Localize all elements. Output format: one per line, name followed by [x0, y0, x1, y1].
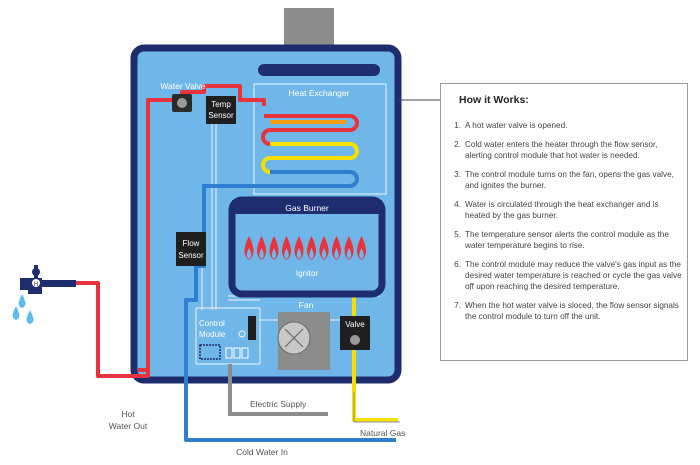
control-module-connector-1: [225, 347, 233, 359]
step-number: 7.: [454, 301, 461, 310]
flame-core-icon: [321, 248, 327, 259]
natural-gas-label: Natural Gas: [360, 428, 405, 438]
temp-sensor-label-line1: Temp: [211, 100, 231, 109]
flame-core-icon: [259, 248, 264, 259]
how-it-works-panel: How it Works: 1. A hot water valve is ope…: [440, 83, 688, 361]
electric-supply-label: Electric Supply: [250, 399, 307, 409]
how-it-works-step: 3. The control module turns on the fan, o…: [451, 169, 683, 191]
flame-core-icon: [334, 248, 339, 259]
step-text: The control module may reduce the valve'…: [465, 260, 682, 291]
flame-core-icon: [246, 248, 252, 259]
hot-water-pipe: [138, 84, 266, 372]
step-number: 2.: [454, 140, 461, 149]
heat-exchanger-coil-blue: [202, 170, 359, 240]
flame-core-icon: [284, 248, 289, 259]
water-drops: [12, 294, 34, 324]
faucet-handle-label: H: [34, 282, 38, 288]
step-number: 5.: [454, 230, 461, 239]
how-it-works-step: 2. Cold water enters the heater through t…: [451, 139, 683, 161]
step-text: Water is circulated through the heat exc…: [465, 200, 659, 220]
ignitor-label: Ignitor: [296, 269, 319, 278]
control-module-label-line2: Module: [199, 330, 226, 339]
cold-water-in-label: Cold Water In: [236, 447, 288, 457]
step-text: The temperature sensor alerts the contro…: [465, 230, 669, 250]
step-number: 3.: [454, 170, 461, 179]
heat-exchanger-box: [253, 83, 387, 195]
temp-sensor-label-line2: Sensor: [208, 111, 234, 120]
control-module-connector-3: [241, 347, 249, 359]
step-text: When the hot water valve is sloced, the …: [465, 301, 679, 321]
control-module-label-line1: Control: [199, 319, 225, 328]
faucet-icon: H: [20, 265, 76, 294]
step-text: Cold water enters the heater through the…: [465, 140, 658, 160]
electric-supply-line: [228, 364, 328, 416]
heat-exchanger-coil-red: [261, 114, 359, 146]
gas-burner-label: Gas Burner: [285, 203, 329, 213]
flow-sensor-label-line1: Flow: [183, 239, 200, 248]
control-module-chip: [199, 344, 221, 360]
temp-sensor-box: [206, 96, 236, 124]
water-valve-label: Water Valve: [160, 81, 206, 91]
flame-core-icon: [296, 248, 302, 259]
hot-water-out-pipe: [40, 281, 150, 378]
control-module-connector-2: [233, 347, 241, 359]
hot-water-out-label-line1: Hot: [121, 409, 135, 419]
step-number: 6.: [454, 260, 461, 269]
step-number: 4.: [454, 200, 461, 209]
burner-flames: [244, 236, 366, 260]
gas-valve-knob: [350, 335, 360, 345]
how-it-works-steps: 1. A hot water valve is opened. 2. Cold wat…: [451, 120, 683, 330]
heat-exchanger-coil-yellow: [261, 142, 359, 174]
flame-core-icon: [346, 248, 352, 259]
hot-water-out-label-line2: Water Out: [109, 421, 148, 431]
step-number: 1.: [454, 121, 461, 130]
natural-gas-supply-line: [353, 392, 400, 423]
how-it-works-step: 1. A hot water valve is opened.: [451, 120, 683, 131]
how-it-works-step: 5. The temperature sensor alerts the cont…: [451, 229, 683, 251]
flow-sensor-box: [176, 232, 206, 266]
gas-valve-label: Valve: [345, 320, 365, 329]
flame-core-icon: [309, 248, 314, 259]
how-it-works-step: 6. The control module may reduce the valv…: [451, 259, 683, 292]
gas-burner-header: [232, 200, 382, 214]
heat-exchanger-label: Heat Exchanger: [289, 88, 350, 98]
flame-core-icon: [271, 248, 277, 259]
how-it-works-step: 4. Water is circulated through the heat e…: [451, 199, 683, 221]
step-text: The control module turns on the fan, ope…: [465, 170, 674, 190]
flame-core-icon: [359, 248, 364, 259]
fan-label: Fan: [299, 300, 314, 310]
fan-blade-icon: [284, 328, 304, 348]
unit-top-bar: [258, 64, 380, 76]
how-it-works-step: 7. When the hot water valve is sloced, th…: [451, 300, 683, 322]
flow-sensor-label-line2: Sensor: [178, 251, 204, 260]
step-text: A hot water valve is opened.: [465, 121, 568, 130]
control-module-relay: [248, 316, 256, 340]
how-it-works-title: How it Works:: [459, 94, 529, 106]
water-valve-knob: [177, 98, 187, 108]
